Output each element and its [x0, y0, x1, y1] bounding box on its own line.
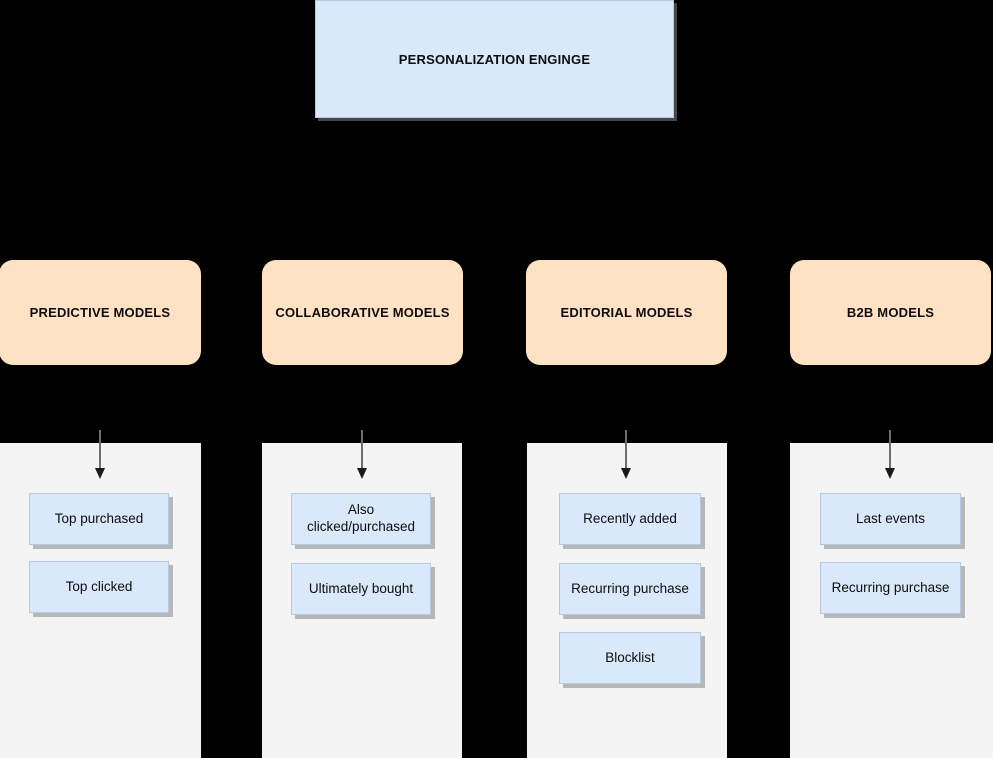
- item-label-recurring-purchase-b2b: Recurring purchase: [831, 579, 950, 595]
- item-label-last-events: Last events: [855, 510, 926, 526]
- item-box-recently-added[interactable]: Recently added: [559, 493, 701, 545]
- item-box-top-clicked[interactable]: Top clicked: [29, 561, 169, 613]
- model-label-collaborative: COLLABORATIVE MODELS: [275, 305, 450, 320]
- item-label-recurring-purchase-editorial: Recurring purchase: [571, 580, 689, 596]
- model-label-editorial: EDITORIAL MODELS: [560, 305, 693, 320]
- model-box-predictive[interactable]: PREDICTIVE MODELS: [0, 260, 201, 365]
- model-label-predictive: PREDICTIVE MODELS: [29, 305, 171, 320]
- model-label-b2b: B2B MODELS: [846, 305, 935, 320]
- model-box-editorial[interactable]: EDITORIAL MODELS: [526, 260, 727, 365]
- item-label-ultimately-bought: Ultimately bought: [308, 580, 414, 596]
- item-box-last-events[interactable]: Last events: [820, 493, 961, 545]
- item-box-top-purchased[interactable]: Top purchased: [29, 493, 169, 545]
- model-box-collaborative[interactable]: COLLABORATIVE MODELS: [262, 260, 463, 365]
- personalization-engine-box[interactable]: PERSONALIZATION ENGINGE: [315, 0, 674, 118]
- item-label-top-clicked: Top clicked: [65, 578, 133, 594]
- item-label-recently-added: Recently added: [583, 510, 677, 526]
- personalization-engine-title: PERSONALIZATION ENGINGE: [398, 51, 591, 67]
- item-label-blocklist: Blocklist: [605, 649, 655, 665]
- model-box-b2b[interactable]: B2B MODELS: [790, 260, 991, 365]
- item-box-recurring-purchase-editorial[interactable]: Recurring purchase: [559, 563, 701, 615]
- item-box-blocklist[interactable]: Blocklist: [559, 632, 701, 684]
- item-box-recurring-purchase-b2b[interactable]: Recurring purchase: [820, 562, 961, 614]
- item-box-ultimately-bought[interactable]: Ultimately bought: [291, 563, 431, 615]
- item-label-top-purchased: Top purchased: [54, 510, 144, 526]
